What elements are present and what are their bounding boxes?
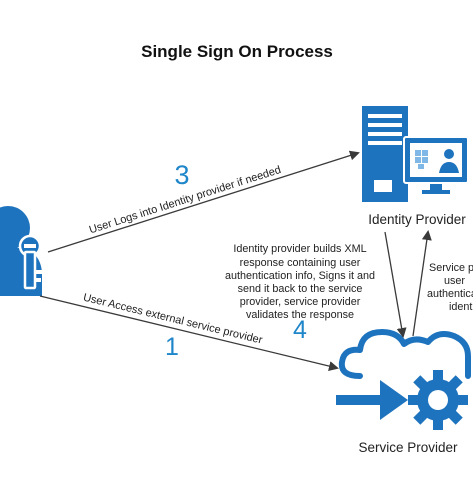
step-2-line: Service p bbox=[429, 262, 473, 274]
step-4-line: authentication info, Signs it and bbox=[225, 270, 375, 282]
identity-provider-label: Identity Provider bbox=[368, 212, 466, 227]
diagram-title: Single Sign On Process bbox=[141, 42, 333, 61]
step-4-line: Identity provider builds XML bbox=[233, 243, 366, 255]
server-computer-icon bbox=[362, 106, 469, 202]
step-4-line: provider, service provider bbox=[240, 296, 361, 308]
step-2-description: Service p user authentica identi bbox=[427, 262, 473, 313]
step-2-line: authentica bbox=[427, 288, 473, 300]
step-4-line: response containing user bbox=[240, 257, 361, 269]
arrow-step-4 bbox=[384, 231, 407, 338]
service-provider-label: Service Provider bbox=[358, 440, 458, 455]
step-4-line: send it back to the service bbox=[238, 283, 363, 295]
step-4-number: 4 bbox=[293, 316, 307, 344]
step-2-line: user bbox=[444, 275, 465, 287]
step-2-line: identi bbox=[449, 301, 473, 313]
step-4-description: Identity provider builds XML response co… bbox=[225, 243, 375, 321]
user-key-icon bbox=[0, 206, 42, 296]
step-4-line: validates the response bbox=[246, 309, 354, 321]
arrow-step-1 bbox=[39, 295, 339, 371]
cloud-gear-icon bbox=[336, 329, 471, 430]
arrow-step-3 bbox=[47, 150, 360, 253]
arrow-step-2 bbox=[412, 230, 432, 337]
step-3-number: 3 bbox=[174, 160, 189, 190]
step-1-number: 1 bbox=[165, 333, 179, 361]
